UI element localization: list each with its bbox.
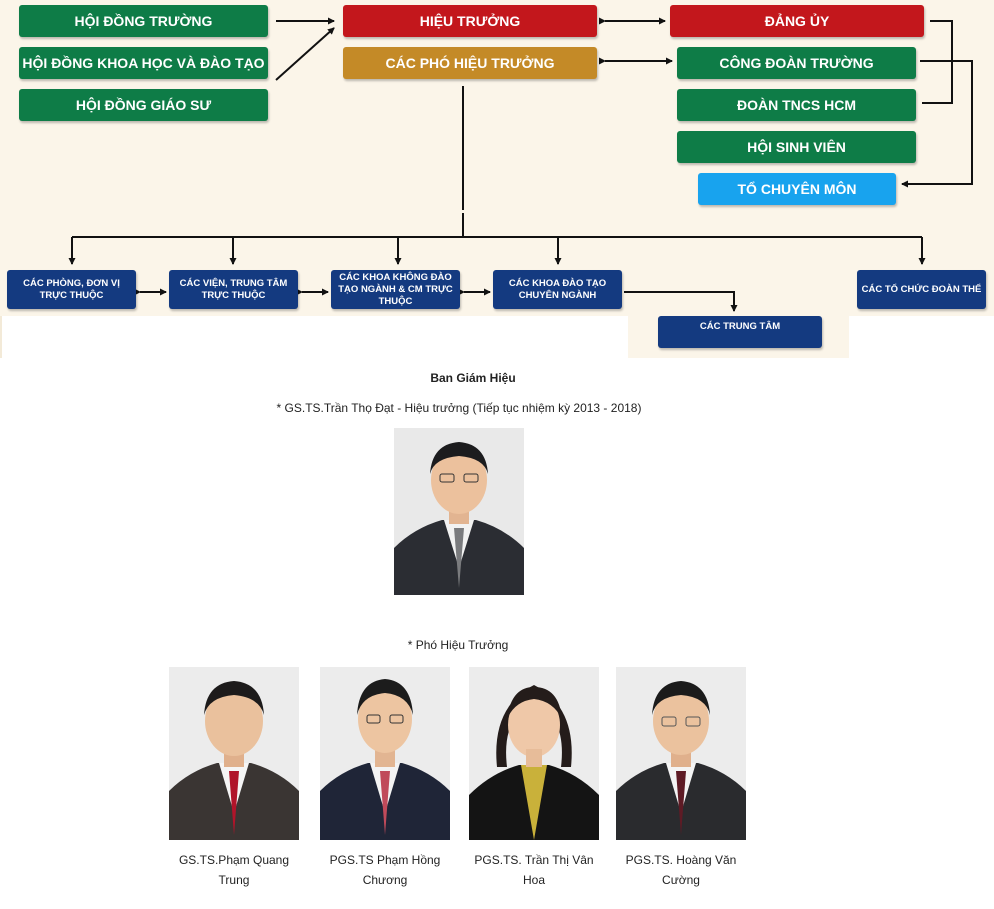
rector-line: * GS.TS.Trần Thọ Đạt - Hiệu trưởng (Tiếp… [276, 401, 642, 415]
unit-training-faculties: CÁC KHOA ĐÀO TẠO CHUYÊN NGÀNH [493, 270, 622, 309]
unit-non-training-faculties: CÁC KHOA KHÔNG ĐÀO TẠO NGÀNH & CM TRỰC T… [331, 270, 460, 309]
unit-institutes: CÁC VIỆN, TRUNG TÂM TRỰC THUỘC [169, 270, 298, 309]
vice-rector-caption-4: PGS.TS. Hoàng Văn Cường [606, 850, 756, 890]
vice-rector-photo-1 [169, 667, 299, 840]
bracket-union-departments [901, 60, 973, 188]
arrow-science-council-rector [275, 27, 335, 81]
council-science-training: HỘI ĐỒNG KHOA HỌC VÀ ĐÀO TẠO [19, 47, 268, 79]
org-chart-background-edge [0, 316, 2, 358]
vice-rector-name-1-line2: Trung [218, 873, 250, 887]
youth-union-box: ĐOÀN TNCS HCM [677, 89, 916, 121]
org-chart-connectors [68, 17, 973, 312]
vice-rector-name-1-line1: GS.TS.Phạm Quang [178, 853, 290, 867]
party-committee-box: ĐẢNG ỦY [670, 5, 924, 37]
unit-offices: CÁC PHÒNG, ĐƠN VỊ TRỰC THUỘC [7, 270, 136, 309]
departments-group-box: TỔ CHUYÊN MÔN [698, 173, 896, 205]
vice-rector-name-2-line1: PGS.TS Phạm Hồng [329, 853, 441, 867]
vice-rector-caption-2: PGS.TS Phạm Hồng Chương [310, 850, 460, 890]
unit-centers: CÁC TRUNG TÂM [658, 316, 822, 348]
vice-rector-caption-1: GS.TS.Phạm Quang Trung [159, 850, 309, 890]
vice-rector-name-2-line2: Chương [362, 873, 408, 887]
arrow-faculties-centers [624, 291, 738, 312]
unit-mass-organizations: CÁC TỔ CHỨC ĐOÀN THỂ [857, 270, 986, 309]
vice-rectors-box: CÁC PHÓ HIỆU TRƯỞNG [343, 47, 597, 79]
student-association-box: HỘI SINH VIÊN [677, 131, 916, 163]
board-heading: Ban Giám Hiệu [430, 371, 516, 385]
vice-rector-photo-4 [616, 667, 746, 840]
council-professors: HỘI ĐỒNG GIÁO SƯ [19, 89, 268, 121]
vice-rector-name-3-line1: PGS.TS. Trần Thị Vân [474, 853, 594, 867]
council-university: HỘI ĐỒNG TRƯỜNG [19, 5, 268, 37]
rector-box: HIỆU TRƯỞNG [343, 5, 597, 37]
vice-rector-photo-3 [469, 667, 599, 840]
vice-rector-caption-3: PGS.TS. Trần Thị Vân Hoa [459, 850, 609, 890]
vice-heading: * Phó Hiệu Trưởng [407, 638, 509, 652]
vice-rector-name-4-line2: Cường [662, 873, 700, 887]
trade-union-box: CÔNG ĐOÀN TRƯỜNG [677, 47, 916, 79]
vice-rector-name-4-line1: PGS.TS. Hoàng Văn [625, 853, 737, 867]
vice-rector-photo-2 [320, 667, 450, 840]
rector-photo [394, 428, 524, 595]
vice-rector-name-3-line2: Hoa [522, 873, 545, 887]
